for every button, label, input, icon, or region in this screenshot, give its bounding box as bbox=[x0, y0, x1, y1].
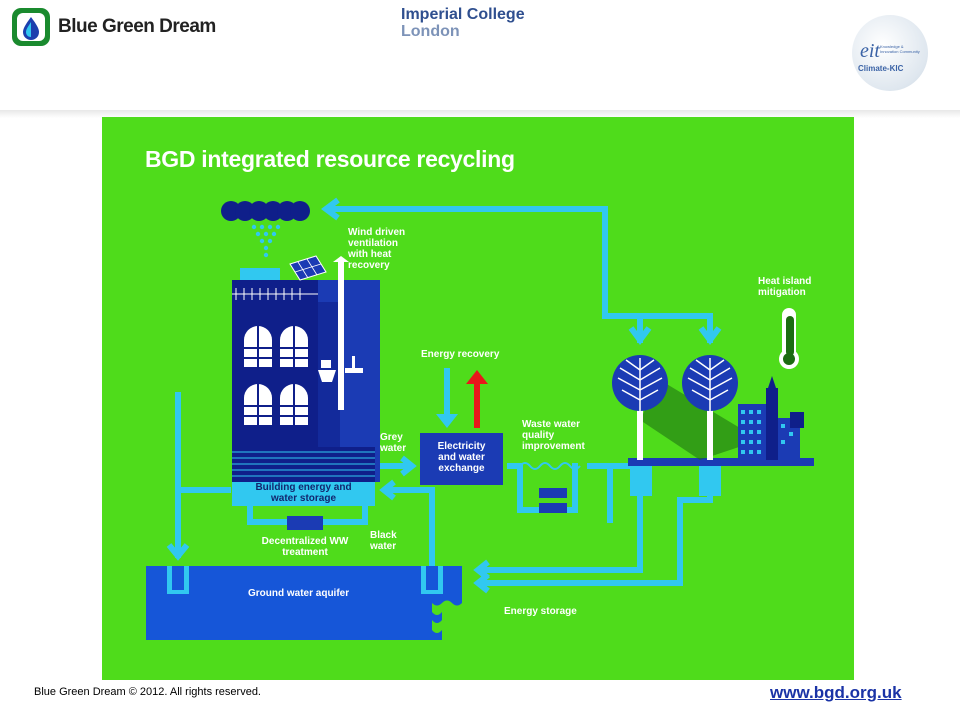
copyright-notice: Blue Green Dream © 2012. All rights rese… bbox=[34, 686, 261, 698]
label-line: recovery bbox=[348, 260, 390, 271]
trees bbox=[612, 355, 760, 460]
ground-strip bbox=[628, 458, 814, 466]
window-mullions bbox=[244, 326, 308, 425]
ventilation-shaft bbox=[333, 256, 349, 410]
label-grey-water: Grey water bbox=[380, 432, 406, 454]
label-line: water bbox=[370, 541, 397, 552]
label-line: water storage bbox=[270, 493, 337, 504]
label-line: Building energy and bbox=[255, 482, 352, 493]
label-line: exchange bbox=[438, 463, 485, 474]
bgd-logo-icon bbox=[12, 8, 50, 46]
building-windows bbox=[244, 326, 308, 425]
label-line: ventilation bbox=[348, 238, 399, 249]
sanitary-fixtures bbox=[318, 356, 363, 382]
energy-recovery-arrows bbox=[436, 368, 488, 428]
eit-climate-kic-logo bbox=[852, 15, 928, 91]
label-exchange: Electricity and water exchange bbox=[420, 441, 503, 474]
website-link[interactable]: www.bgd.org.uk bbox=[770, 683, 902, 702]
label-heat-island: Heat island mitigation bbox=[758, 276, 811, 298]
label-line: Electricity bbox=[437, 441, 486, 452]
label-line: Waste water bbox=[522, 419, 580, 430]
label-aquifer: Ground water aquifer bbox=[248, 588, 350, 599]
label-line: Grey bbox=[380, 432, 403, 443]
rain-drops bbox=[251, 224, 281, 258]
decentralized-treatment-unit bbox=[287, 516, 323, 530]
label-line: with heat bbox=[348, 249, 392, 260]
label-line: Decentralized WW bbox=[261, 536, 349, 547]
label-energy-recovery: Energy recovery bbox=[421, 349, 500, 360]
label-line: mitigation bbox=[758, 287, 806, 298]
label-decentralized-treatment: Decentralized WW treatment bbox=[250, 536, 360, 558]
ground-storage bbox=[630, 466, 721, 496]
eit-small-text: Knowledge & Innovation Community bbox=[880, 44, 920, 54]
label-line: and water bbox=[438, 452, 485, 463]
label-line: Heat island bbox=[758, 276, 812, 287]
exchange-box bbox=[420, 433, 503, 485]
rain-cloud bbox=[221, 201, 310, 221]
label-line: Black bbox=[370, 530, 397, 541]
imperial-line-2: London bbox=[401, 23, 460, 40]
eit-wordmark: eit bbox=[860, 40, 880, 62]
label-waste-water: Waste water quality improvement bbox=[522, 419, 585, 452]
diagram-title: BGD integrated resource recycling bbox=[145, 146, 515, 172]
label-line: improvement bbox=[522, 441, 585, 452]
treatment-coil bbox=[519, 462, 581, 470]
pipe-arrowheads bbox=[166, 197, 722, 594]
label-line: Wind driven bbox=[348, 227, 406, 238]
label-energy-storage: Energy storage bbox=[504, 606, 577, 617]
label-line: treatment bbox=[282, 547, 328, 558]
imperial-line-1: Imperial College bbox=[401, 6, 525, 23]
thermometer-icon bbox=[779, 308, 799, 369]
label-line: water bbox=[380, 443, 407, 454]
label-line: quality bbox=[522, 430, 555, 441]
eit-tagline: Climate-KIC bbox=[858, 64, 904, 73]
header-divider bbox=[0, 110, 960, 118]
ground-water-aquifer bbox=[146, 566, 462, 640]
label-building-storage: Building energy and water storage bbox=[232, 482, 375, 504]
imperial-college-logo: Imperial College London bbox=[401, 6, 525, 40]
label-black-water: Black water bbox=[370, 530, 397, 552]
brand-name: Blue Green Dream bbox=[58, 16, 216, 37]
solar-panel-icon bbox=[289, 255, 327, 281]
label-wind-ventilation: Wind driven ventilation with heat recove… bbox=[348, 227, 405, 271]
storage-units bbox=[539, 488, 567, 513]
city-skyline bbox=[738, 376, 804, 460]
